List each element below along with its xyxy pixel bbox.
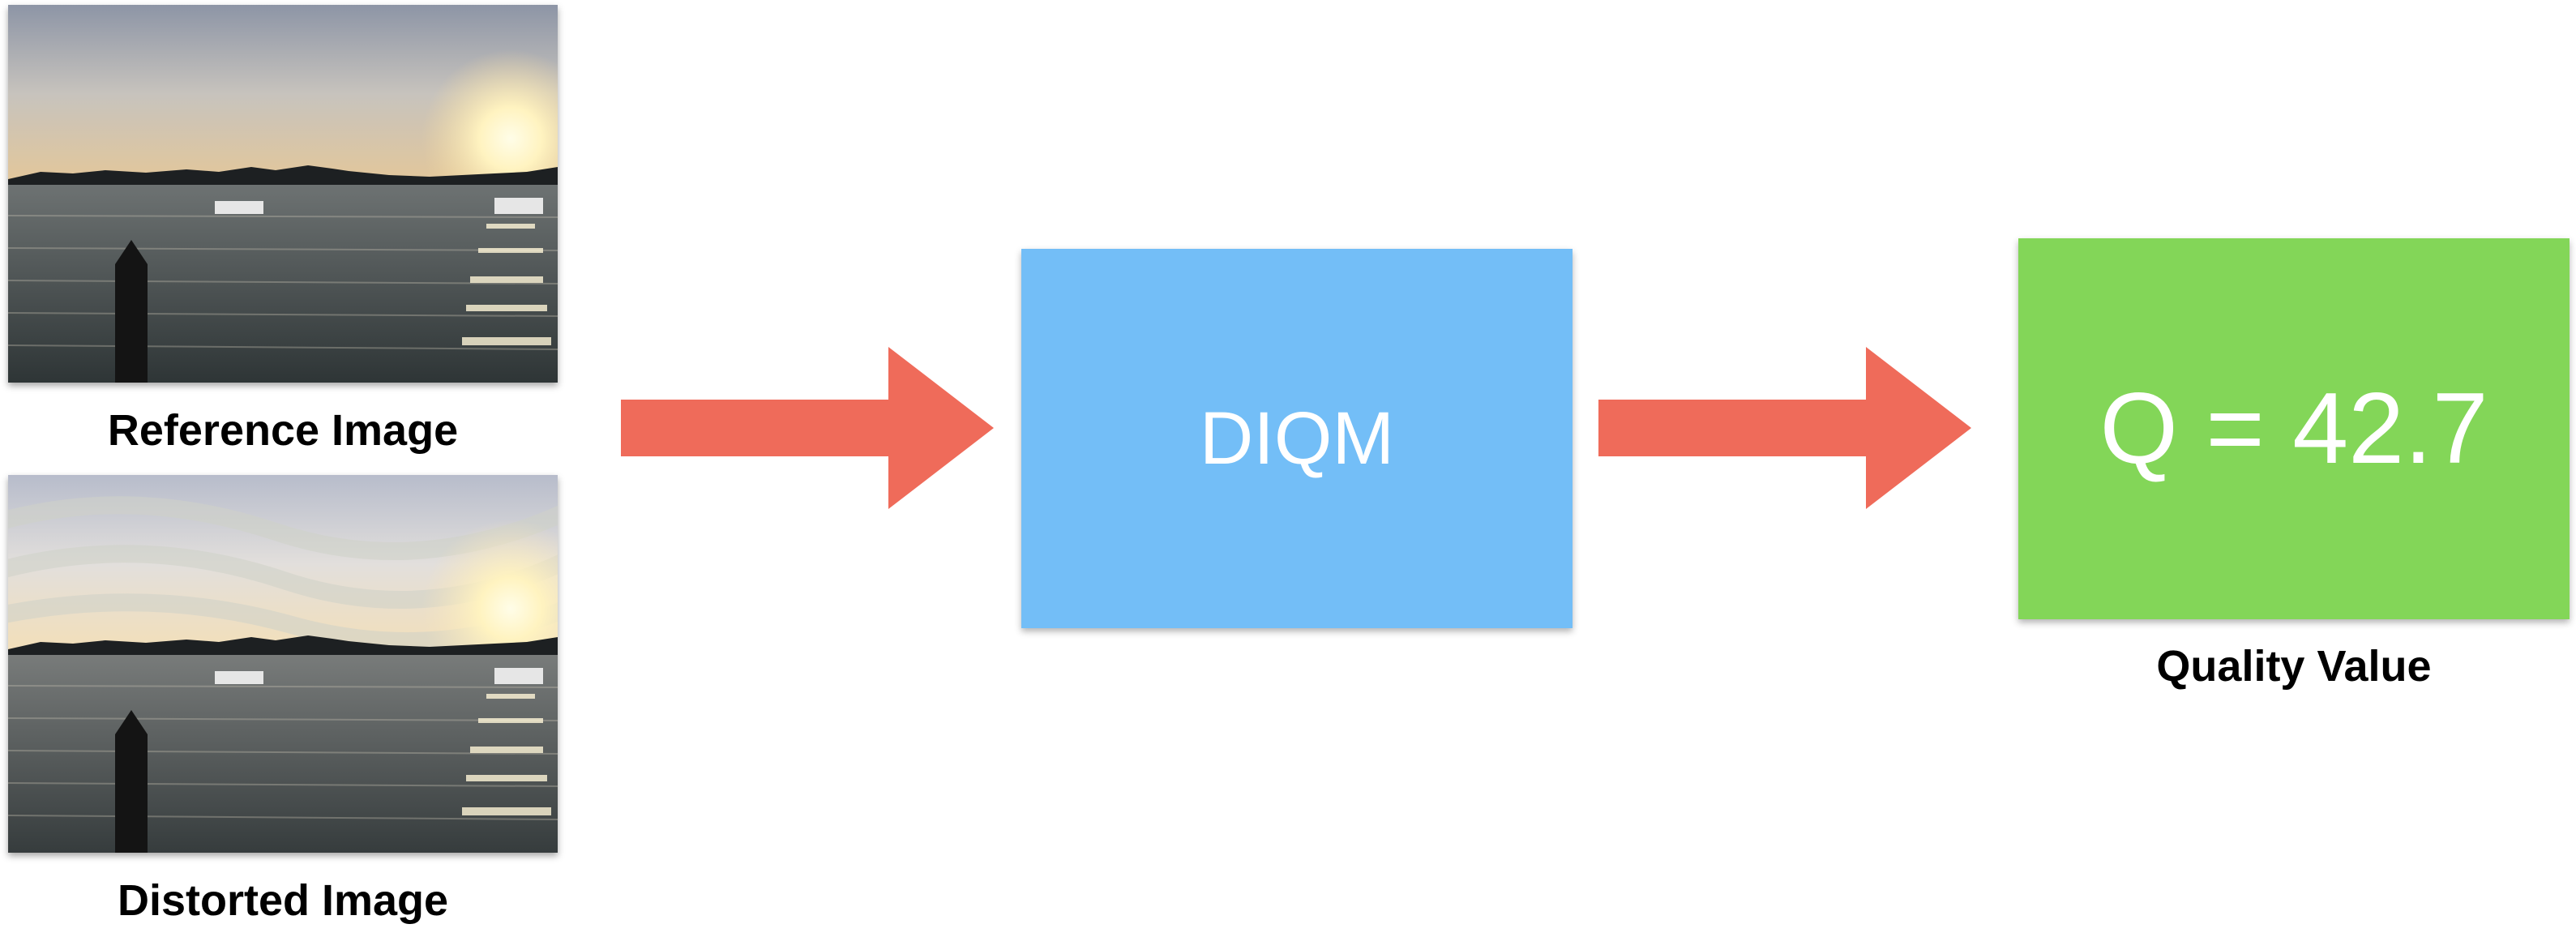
- distorted-image-caption: Distorted Image: [117, 876, 449, 925]
- quality-value-text: Q = 42.7: [2099, 373, 2488, 485]
- input-arrow: [621, 347, 994, 509]
- distorted-image: [8, 475, 558, 853]
- reference-image-caption: Reference Image: [107, 406, 459, 455]
- output-arrow: [1598, 347, 1971, 509]
- reference-image: [8, 5, 558, 383]
- diqm-box: DIQM: [1021, 249, 1573, 628]
- quality-value-box: Q = 42.7: [2018, 238, 2570, 619]
- quality-value-caption: Quality Value: [2156, 642, 2432, 691]
- diqm-label: DIQM: [1199, 396, 1395, 480]
